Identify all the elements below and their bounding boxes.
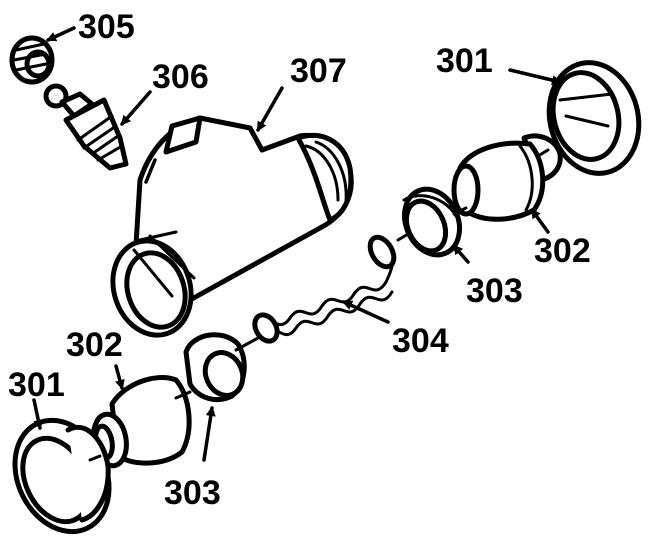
- cup-left-part: [183, 332, 247, 402]
- callout-306: 306: [152, 58, 209, 96]
- dust-boot-right-part: [521, 60, 642, 183]
- callout-303-left: 303: [164, 474, 221, 512]
- callout-305: 305: [78, 8, 135, 46]
- callout-301-right: 301: [436, 42, 493, 80]
- callout-307: 307: [290, 52, 347, 90]
- piston-right-part: [451, 140, 546, 222]
- callout-301-left: 301: [8, 366, 65, 404]
- assembly-axis-lines: [88, 148, 550, 462]
- leader-lines: [32, 26, 562, 462]
- bleeder-cap-part: [9, 35, 55, 85]
- callout-labels: 305 306 307 301 302 303 304 302 301 303: [8, 8, 591, 512]
- callout-302-right: 302: [534, 232, 591, 270]
- cup-right-part: [402, 186, 462, 258]
- spring-part: [252, 234, 397, 344]
- callout-304: 304: [392, 322, 449, 360]
- cylinder-body-part: [110, 115, 354, 338]
- callout-303-right: 303: [466, 272, 523, 310]
- bleeder-screw-part: [43, 83, 129, 171]
- callout-302-left: 302: [66, 326, 123, 364]
